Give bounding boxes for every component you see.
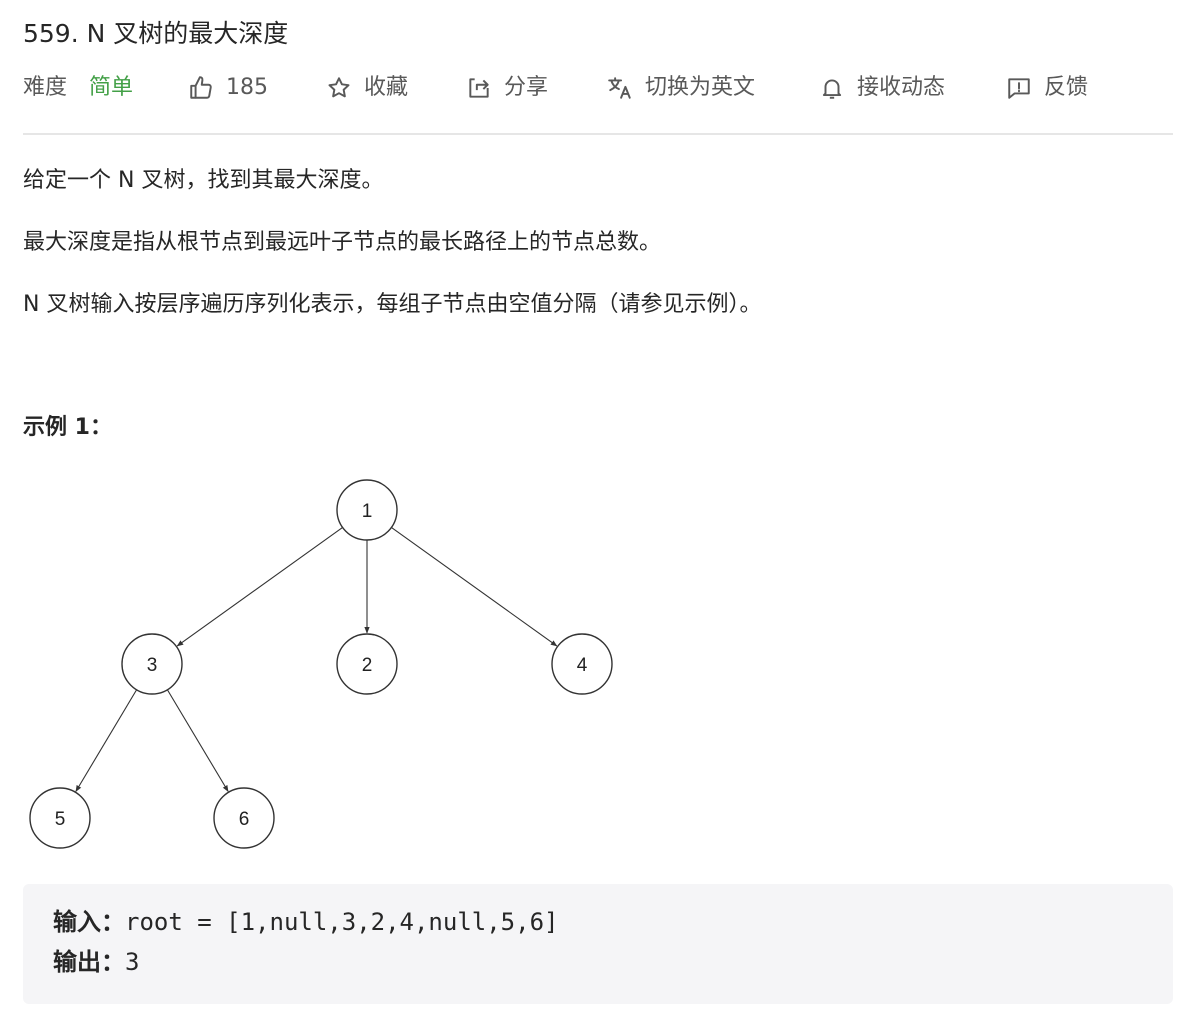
tree-node-circle bbox=[336, 479, 398, 541]
tree-node-label: 4 bbox=[577, 655, 588, 676]
bell-icon bbox=[819, 75, 845, 101]
tree-node-circle bbox=[551, 633, 613, 695]
tree-node-label: 3 bbox=[147, 655, 158, 676]
tree-node-circle bbox=[121, 633, 183, 695]
feedback-label: 反馈 bbox=[1044, 75, 1089, 100]
tree-node-label: 5 bbox=[55, 809, 66, 830]
tree-diagram: 1 3 2 4 5 6 bbox=[29, 479, 613, 849]
example-title: 示例 1： bbox=[23, 415, 112, 440]
tree-node-circle bbox=[213, 787, 275, 849]
tree-node-circle bbox=[336, 633, 398, 695]
divider bbox=[23, 133, 1173, 135]
tree-node-label: 1 bbox=[362, 501, 373, 522]
favorite-button[interactable]: 收藏 bbox=[326, 70, 408, 106]
translate-icon bbox=[607, 75, 633, 101]
difficulty-badge: 简单 bbox=[89, 75, 134, 100]
like-count: 185 bbox=[226, 75, 268, 100]
tree-node-label: 2 bbox=[362, 655, 373, 676]
notify-label: 接收动态 bbox=[857, 75, 946, 100]
example-input: 输入：root = [1,null,3,2,4,null,5,6] bbox=[53, 904, 558, 940]
tree-edge-1-3 bbox=[176, 527, 343, 647]
tree-node-circle bbox=[29, 787, 91, 849]
share-label: 分享 bbox=[504, 75, 549, 100]
feedback-icon bbox=[1006, 75, 1032, 101]
like-button[interactable]: 185 bbox=[188, 70, 268, 106]
tree-node-3: 3 bbox=[121, 633, 183, 695]
share-icon bbox=[466, 75, 492, 101]
share-button[interactable]: 分享 bbox=[466, 70, 548, 106]
example-code-block: 输入：root = [1,null,3,2,4,null,5,6] 输出：3 bbox=[23, 884, 1173, 1004]
tree-node-label: 6 bbox=[239, 809, 250, 830]
description-paragraph-2: 最大深度是指从根节点到最远叶子节点的最长路径上的节点总数。 bbox=[23, 230, 662, 255]
example-output: 输出：3 bbox=[53, 944, 139, 980]
thumbs-up-icon bbox=[188, 75, 214, 101]
difficulty-label: 难度 bbox=[23, 75, 68, 100]
tree-edge-1-4 bbox=[391, 527, 558, 647]
notify-button[interactable]: 接收动态 bbox=[819, 70, 945, 106]
star-icon bbox=[326, 75, 352, 101]
output-label: 输出： bbox=[53, 948, 125, 976]
translate-button[interactable]: 切换为英文 bbox=[607, 70, 755, 106]
tree-node-5: 5 bbox=[29, 787, 91, 849]
feedback-button[interactable]: 反馈 bbox=[1006, 70, 1088, 106]
input-value: root = [1,null,3,2,4,null,5,6] bbox=[125, 908, 559, 936]
tree-node-4: 4 bbox=[551, 633, 613, 695]
difficulty: 难度 简单 bbox=[23, 70, 133, 106]
description-paragraph-3: N 叉树输入按层序遍历序列化表示，每组子节点由空值分隔（请参见示例）。 bbox=[23, 292, 762, 317]
tree-edge-3-6 bbox=[166, 689, 229, 792]
favorite-label: 收藏 bbox=[364, 75, 409, 100]
description-paragraph-1: 给定一个 N 叉树，找到其最大深度。 bbox=[23, 168, 384, 193]
input-label: 输入： bbox=[53, 908, 125, 936]
problem-toolbar: 难度 简单 185 收藏 bbox=[23, 70, 1173, 106]
translate-label: 切换为英文 bbox=[645, 75, 756, 100]
tree-edge-3-5 bbox=[75, 689, 138, 792]
tree-node-2: 2 bbox=[336, 633, 398, 695]
output-value: 3 bbox=[125, 948, 140, 976]
tree-node-1: 1 bbox=[336, 479, 398, 541]
problem-title: 559. N 叉树的最大深度 bbox=[23, 19, 289, 48]
tree-node-6: 6 bbox=[213, 787, 275, 849]
